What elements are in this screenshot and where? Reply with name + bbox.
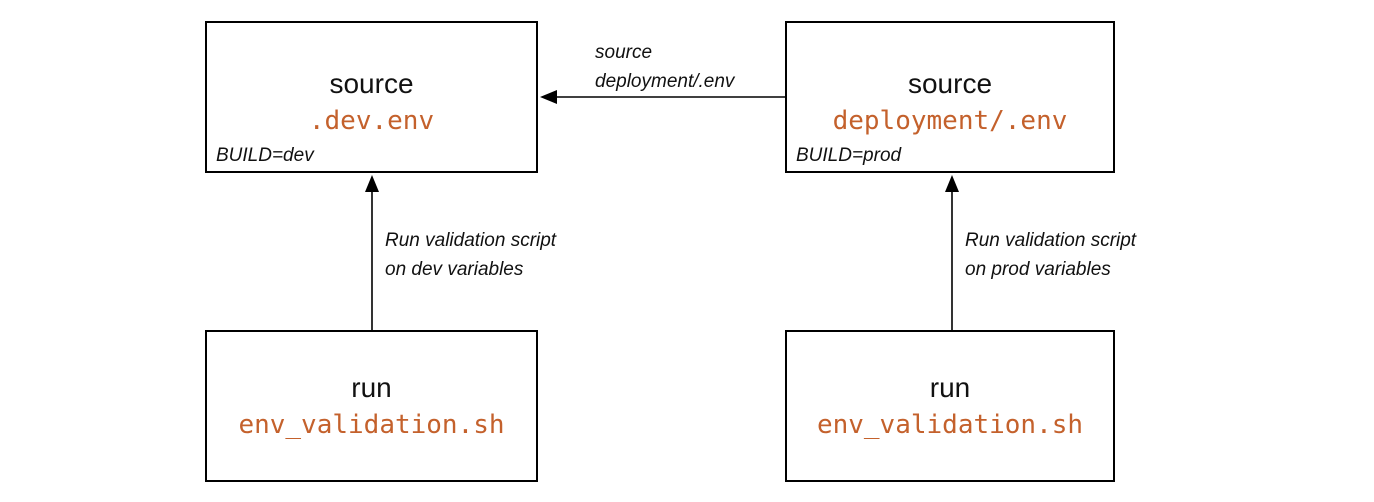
arrow-label-line: on dev variables [385, 259, 524, 280]
box-run-dev: run env_validation.sh [205, 330, 538, 482]
arrow-label-line: deployment/.env [595, 71, 735, 92]
box-source-dev: source .dev.env BUILD=dev [205, 21, 538, 173]
box-source-prod: source deployment/.env BUILD=prod [785, 21, 1115, 173]
arrow-label-line: Run validation script [385, 230, 557, 251]
command-label: run [929, 372, 971, 403]
command-label: source [329, 68, 414, 99]
arrow-label-line: on prod variables [965, 259, 1111, 280]
command-label: run [351, 372, 392, 403]
build-variable-note: BUILD=prod [796, 145, 902, 166]
arrow-run-prod-to-source-prod [945, 175, 959, 330]
env-file-label: .dev.env [308, 106, 435, 136]
arrow-label-line: Run validation script [965, 230, 1137, 251]
arrow-label-line: source [595, 42, 653, 63]
box-run-prod: run env_validation.sh [785, 330, 1115, 482]
arrow-label-source-deployment: source deployment/.env [595, 38, 734, 96]
command-label: source [907, 68, 993, 99]
arrow-label-validate-prod: Run validation script on prod variables [965, 226, 1136, 284]
env-file-label: deployment/.env [832, 106, 1068, 136]
build-variable-note: BUILD=dev [216, 145, 314, 166]
arrow-label-validate-dev: Run validation script on dev variables [385, 226, 556, 284]
script-file-label: env_validation.sh [238, 410, 505, 440]
script-file-label: env_validation.sh [816, 410, 1084, 440]
arrow-run-dev-to-source-dev [365, 175, 379, 330]
